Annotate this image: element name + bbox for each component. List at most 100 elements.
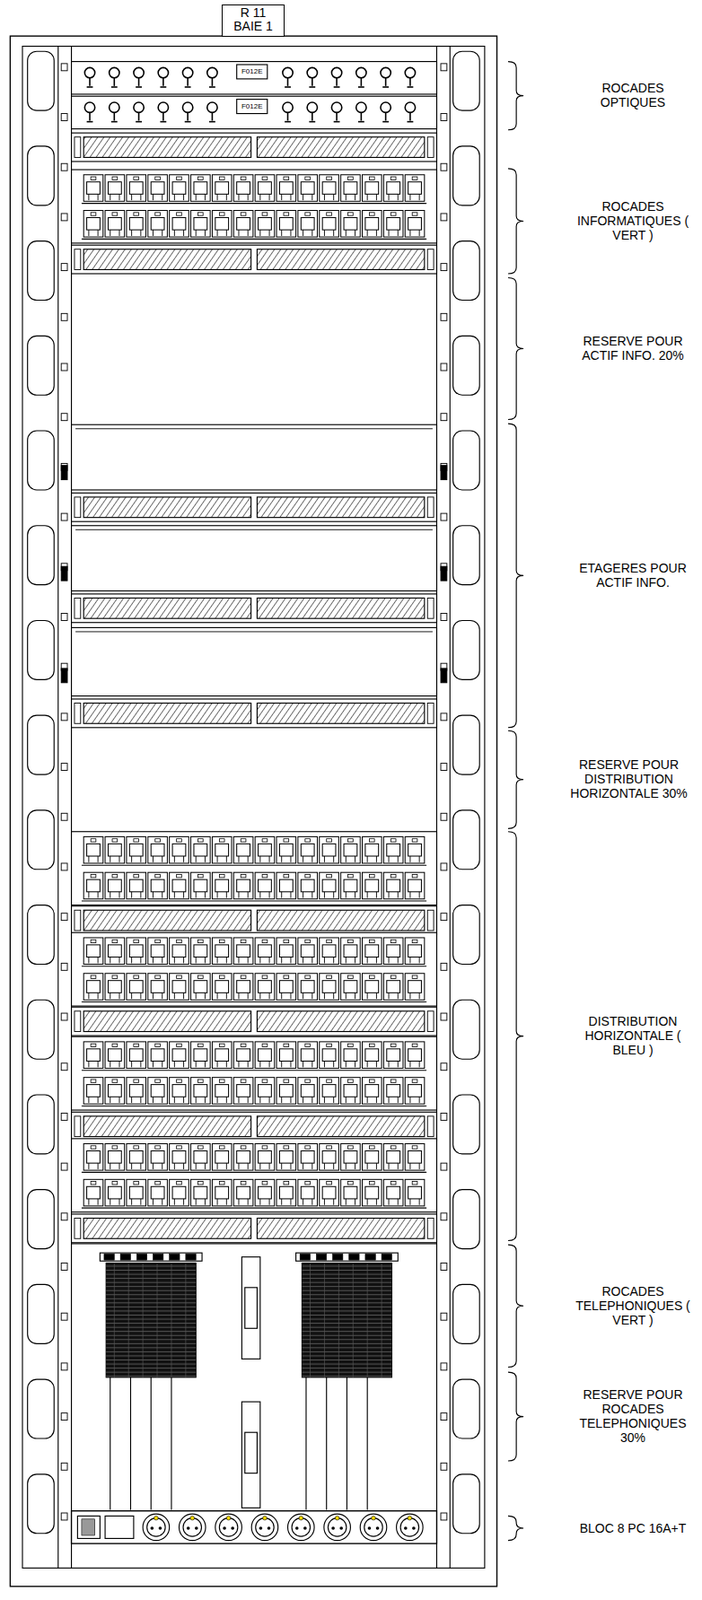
hatched-panel xyxy=(83,1116,251,1138)
bracket xyxy=(508,423,524,729)
jack-tab xyxy=(133,176,140,180)
jack-line xyxy=(87,992,89,1000)
jack-line xyxy=(87,1199,89,1206)
rj45-jack xyxy=(279,1049,293,1062)
rj45-jack xyxy=(236,945,251,958)
rail-hole xyxy=(453,1190,481,1250)
jack-line xyxy=(367,1096,369,1104)
rj45-jack xyxy=(150,879,165,893)
optic-connector xyxy=(207,67,218,78)
jack-module xyxy=(362,974,383,1001)
rail-slot xyxy=(61,63,68,71)
jack-line xyxy=(204,892,206,899)
rail-hole xyxy=(453,146,481,206)
jack-module xyxy=(211,1144,232,1172)
block-row xyxy=(301,1339,392,1341)
jack-module xyxy=(383,974,404,1001)
rj45-jack xyxy=(365,217,379,230)
jack-line xyxy=(183,193,185,201)
jack-line xyxy=(280,1199,282,1206)
rj45-jack xyxy=(343,217,358,230)
jack-tab xyxy=(133,839,140,843)
block-row xyxy=(105,1294,196,1296)
jack-line xyxy=(302,957,304,965)
optic-stem xyxy=(284,86,291,88)
jack-line xyxy=(226,892,228,899)
rj45-jack xyxy=(215,879,229,893)
jack-module xyxy=(276,938,297,966)
optic-stem xyxy=(162,78,165,87)
jack-tab xyxy=(283,939,290,943)
jack-module xyxy=(148,1078,168,1106)
jack-tab xyxy=(112,839,118,843)
jack-tab xyxy=(90,1079,97,1083)
jack-line xyxy=(183,1061,185,1068)
jack-line xyxy=(302,1096,304,1104)
jack-line xyxy=(397,229,399,237)
jack-line xyxy=(409,992,411,1000)
earth-pin xyxy=(334,1516,340,1521)
jack-module xyxy=(148,974,168,1001)
jack-tab xyxy=(368,1044,375,1047)
socket-pin xyxy=(368,1526,372,1531)
jack-tab xyxy=(219,975,225,979)
jack-tab xyxy=(412,212,418,216)
jack-tab xyxy=(412,1146,418,1150)
rail-hole xyxy=(27,1379,55,1440)
jack-line xyxy=(354,1199,356,1206)
rj45-jack xyxy=(408,217,422,230)
jack-tab xyxy=(133,212,140,216)
jack-module xyxy=(362,175,383,202)
optic-connector xyxy=(356,102,367,113)
jack-tab xyxy=(412,1182,418,1185)
rj45-jack xyxy=(300,217,315,230)
optic-stem xyxy=(138,112,141,121)
jack-tab xyxy=(326,874,333,878)
rj45-jack xyxy=(408,843,422,857)
jack-tab xyxy=(198,176,204,180)
rj45-jack xyxy=(215,1085,229,1098)
jack-line xyxy=(397,1061,399,1068)
jack-module xyxy=(298,836,318,864)
jack-line xyxy=(109,992,111,1000)
hatched-panel xyxy=(256,1011,424,1033)
jack-module xyxy=(83,210,104,238)
optic-connector xyxy=(307,67,317,78)
socket-pin xyxy=(403,1526,408,1531)
optic-connector xyxy=(282,67,293,78)
rj45-jack xyxy=(258,182,273,195)
jack-module xyxy=(126,872,147,900)
block-row xyxy=(105,1286,196,1288)
block-row xyxy=(301,1360,392,1361)
block-row xyxy=(301,1331,392,1333)
jack-module xyxy=(233,836,254,864)
jack-line xyxy=(409,957,411,965)
jack-line xyxy=(367,957,369,965)
block-row xyxy=(301,1368,392,1369)
jack-module xyxy=(105,872,125,900)
rail-hole xyxy=(453,335,481,395)
rj45-jack xyxy=(300,1049,315,1062)
earth-pin xyxy=(154,1516,159,1521)
panel-label: F012E xyxy=(241,67,264,76)
optic-connector xyxy=(331,102,342,113)
jack-line xyxy=(87,957,89,965)
hatched-panel xyxy=(256,249,424,271)
bracket xyxy=(508,61,524,131)
jack-tab xyxy=(176,176,183,180)
jack-line xyxy=(289,992,291,1000)
bracket xyxy=(508,1516,524,1541)
jack-line xyxy=(217,957,219,965)
jack-line xyxy=(140,892,141,899)
jack-tab xyxy=(112,975,118,979)
jack-line xyxy=(302,229,304,237)
jack-tab xyxy=(262,874,268,878)
jack-tab xyxy=(240,874,246,878)
optic-stem xyxy=(114,112,116,121)
jack-line xyxy=(280,229,282,237)
jack-module xyxy=(191,938,211,966)
jack-tab xyxy=(198,839,204,843)
jack-module xyxy=(126,210,147,238)
hatched-panel xyxy=(256,137,424,158)
jack-module xyxy=(298,872,318,900)
